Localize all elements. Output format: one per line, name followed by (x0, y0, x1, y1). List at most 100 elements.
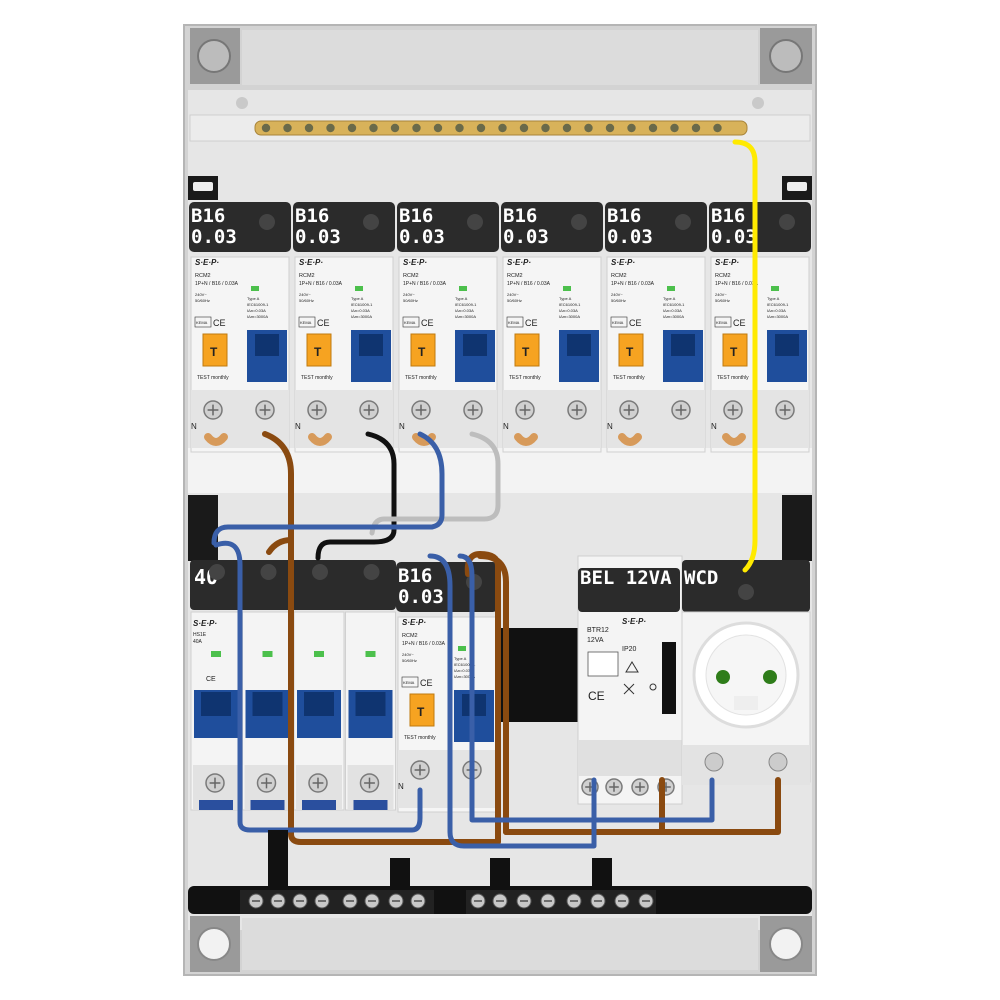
rcbo-rating: B16 (607, 205, 641, 227)
svg-text:CE: CE (629, 318, 642, 328)
neutral-marker: N (399, 422, 405, 431)
rcbo-brand: S·E·P· (195, 258, 219, 267)
status-indicator (459, 286, 467, 291)
wire (427, 553, 597, 849)
wire (308, 433, 332, 446)
svg-text:KEMA: KEMA (612, 320, 624, 325)
svg-text:KEMA: KEMA (196, 320, 208, 325)
svg-text:Type A: Type A (247, 296, 260, 301)
svg-text:CE: CE (213, 318, 226, 328)
wire (457, 553, 715, 823)
wire (204, 433, 228, 446)
transformer-diagram (587, 651, 619, 677)
svg-text:CE: CE (733, 318, 746, 328)
test-button[interactable] (722, 333, 748, 367)
bottom-cover (242, 918, 758, 970)
svg-text:CE: CE (525, 318, 538, 328)
kema-mark (298, 316, 316, 328)
svg-text:CE: CE (421, 318, 434, 328)
kema-mark (506, 316, 524, 328)
svg-text:240V~: 240V~ (402, 652, 414, 657)
test-button[interactable] (410, 333, 436, 367)
svg-text:IEC61009-1: IEC61009-1 (663, 302, 685, 307)
test-button[interactable] (618, 333, 644, 367)
corner-screws (190, 28, 812, 972)
status-indicator (563, 286, 571, 291)
svg-text:Type A: Type A (454, 656, 467, 661)
svg-text:Type A: Type A (663, 296, 676, 301)
neutral-marker: N (398, 782, 404, 791)
wire (369, 431, 501, 536)
wire (732, 139, 758, 573)
svg-text:RCM2: RCM2 (195, 273, 211, 279)
svg-text:50/60Hz: 50/60Hz (402, 658, 417, 663)
svg-text:IEC61009-1: IEC61009-1 (454, 662, 476, 667)
svg-text:T: T (730, 345, 738, 359)
svg-text:T: T (314, 345, 322, 359)
test-button[interactable] (409, 693, 435, 727)
rail-end-left (188, 495, 218, 561)
status-indicator (771, 286, 779, 291)
status-indicator (355, 286, 363, 291)
svg-text:IEC61009-1: IEC61009-1 (351, 302, 373, 307)
svg-text:RCM2: RCM2 (403, 273, 419, 279)
bell-transformer[interactable]: BEL 12VA BTR12 12VA S·E·P· IP20 CE (577, 555, 683, 805)
svg-text:IΔm=3000A: IΔm=3000A (559, 314, 580, 319)
test-button[interactable] (514, 333, 540, 367)
svg-text:IΔn=0.03A: IΔn=0.03A (351, 308, 370, 313)
svg-text:12VA: 12VA (587, 637, 604, 644)
svg-text:TEST monthly: TEST monthly (405, 375, 437, 381)
rcbo-sensitivity: 0.03 (295, 226, 341, 248)
din-rail-exposed (495, 628, 580, 722)
rcbo-sensitivity: 0.03 (711, 226, 757, 248)
svg-text:TEST monthly: TEST monthly (509, 375, 541, 381)
svg-text:BTR12: BTR12 (587, 627, 609, 634)
top-cover (242, 30, 758, 85)
rcbo-sensitivity: 0.03 (191, 226, 237, 248)
kema-mark (194, 316, 212, 328)
bottom-terminal-bars (188, 830, 812, 914)
svg-text:HS1E: HS1E (193, 632, 207, 638)
svg-text:1P+N / B16 / 0.03A: 1P+N / B16 / 0.03A (195, 281, 239, 287)
svg-text:IΔm=3000A: IΔm=3000A (247, 314, 268, 319)
svg-text:TEST monthly: TEST monthly (197, 375, 229, 381)
svg-text:KEMA: KEMA (404, 320, 416, 325)
main-switch[interactable]: 40 S·E·P· HS1E 40A CE (190, 560, 396, 811)
svg-text:1P+N / B16 / 0.03A: 1P+N / B16 / 0.03A (715, 281, 759, 287)
rcbo-rating: B16 (711, 205, 745, 227)
svg-text:IEC61009-1: IEC61009-1 (247, 302, 269, 307)
svg-text:RCM2: RCM2 (299, 273, 315, 279)
svg-text:Type A: Type A (767, 296, 780, 301)
socket-pin-right (763, 670, 777, 684)
rcbo-sensitivity: 0.03 (607, 226, 653, 248)
svg-text:IΔn=0.03A: IΔn=0.03A (767, 308, 786, 313)
svg-text:IΔm=3000A: IΔm=3000A (455, 314, 476, 319)
rcbo-brand: S·E·P· (299, 258, 323, 267)
wire (618, 433, 642, 446)
svg-text:50/60Hz: 50/60Hz (715, 298, 730, 303)
status-indicator (458, 646, 466, 651)
din-socket[interactable]: WCD (681, 560, 811, 785)
test-button[interactable] (202, 333, 228, 367)
test-button[interactable] (306, 333, 332, 367)
svg-text:T: T (522, 345, 530, 359)
rail-end-right (782, 495, 812, 561)
svg-text:KEMA: KEMA (508, 320, 520, 325)
svg-text:240V~: 240V~ (611, 292, 623, 297)
socket-label: WCD (684, 567, 718, 589)
neutral-marker: N (191, 422, 197, 431)
wire (514, 433, 538, 446)
neutral-marker: N (607, 422, 613, 431)
svg-text:IEC61009-1: IEC61009-1 (559, 302, 581, 307)
weee-bin-icon (623, 683, 635, 695)
svg-text:1P+N / B16 / 0.03A: 1P+N / B16 / 0.03A (402, 641, 446, 647)
